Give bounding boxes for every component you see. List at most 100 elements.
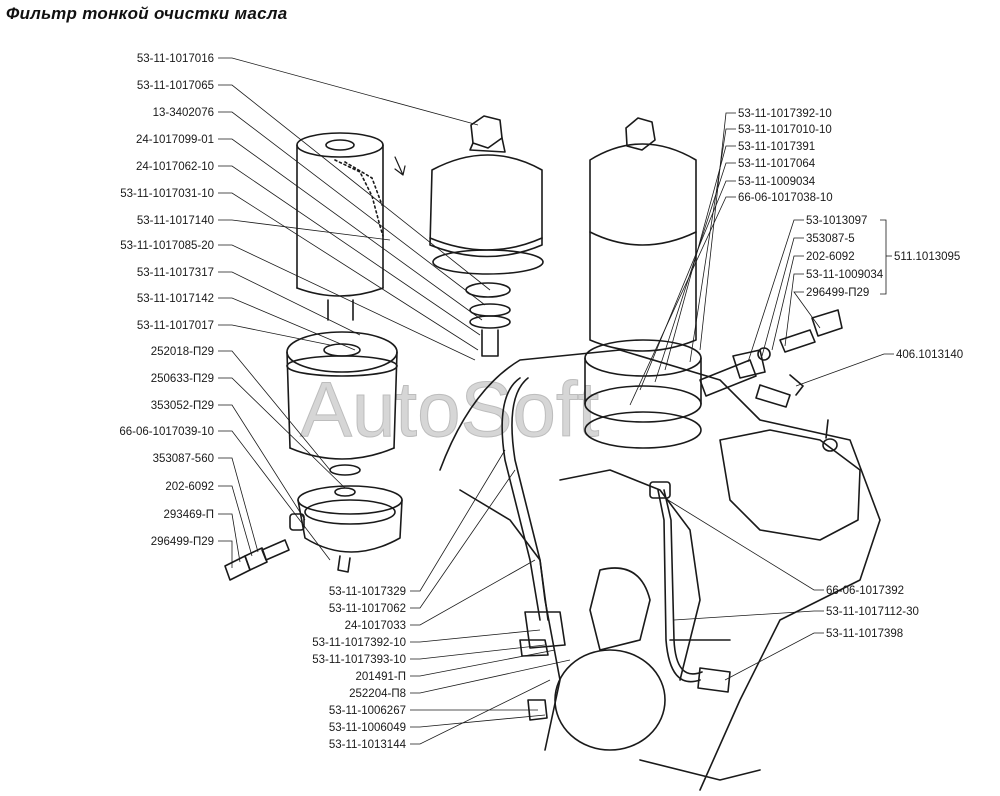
left-leader-16 — [218, 485, 253, 557]
left-label-5: 53-11-1017031-10 — [120, 188, 214, 200]
page-title: Фильтр тонкой очистки масла — [6, 4, 288, 23]
left-label-3: 24-1017099-01 — [136, 134, 214, 146]
bottom-left-label-6: 252204-П8 — [349, 688, 406, 700]
bottom-left-leader-1 — [410, 469, 516, 609]
left-leader-13 — [218, 404, 306, 521]
left-label-13: 353052-П29 — [151, 400, 214, 412]
left-label-10: 53-11-1017017 — [137, 320, 214, 332]
bottom-left-leader-0 — [410, 449, 506, 592]
right-top-label-0: 53-11-1017392-10 — [738, 108, 832, 120]
bottom-left-leader-2 — [410, 559, 536, 626]
group-leader-0 — [747, 219, 804, 363]
filter-cap-center — [429, 115, 544, 357]
left-leader-2 — [218, 111, 486, 306]
left-leader-17 — [218, 513, 241, 563]
right-top-label-2: 53-11-1017391 — [738, 141, 815, 153]
bottom-right-leader-0 — [667, 499, 824, 591]
left-leader-6 — [218, 219, 391, 241]
bottom-left-leader-4 — [410, 644, 546, 660]
bottom-left-label-2: 24-1017033 — [345, 620, 406, 632]
single-right-label: 406.1013140 — [896, 349, 963, 361]
bottom-left-label-5: 201491-П — [356, 671, 406, 683]
left-label-7: 53-11-1017085-20 — [120, 240, 214, 252]
left-leader-12 — [218, 377, 346, 489]
left-label-6: 53-11-1017140 — [137, 215, 214, 227]
left-label-14: 66-06-1017039-10 — [119, 426, 214, 438]
bottom-right-label-2: 53-11-1017398 — [826, 628, 903, 640]
bottom-left-leader-9 — [410, 679, 551, 745]
left-leader-9 — [218, 297, 356, 351]
filter-element — [296, 132, 406, 321]
right-top-leader-1 — [689, 128, 736, 363]
left-label-9: 53-11-1017142 — [137, 293, 214, 305]
bottom-left-label-3: 53-11-1017392-10 — [312, 637, 406, 649]
left-leader-10 — [218, 324, 331, 346]
right-top-label-3: 53-11-1017064 — [738, 158, 816, 170]
bottom-right-label-0: 66-06-1017392 — [826, 585, 904, 597]
engine-block — [439, 349, 881, 791]
left-label-15: 353087-560 — [153, 453, 214, 465]
group-assembly-label: 511.1013095 — [894, 251, 960, 263]
right-top-label-5: 66-06-1017038-10 — [738, 192, 833, 204]
left-leader-4 — [218, 165, 481, 336]
left-label-12: 250633-П29 — [151, 373, 214, 385]
bottom-left-label-0: 53-11-1017329 — [329, 586, 406, 598]
bottom-right-leader-2 — [724, 632, 824, 681]
right-top-label-1: 53-11-1017010-10 — [738, 124, 832, 136]
left-leader-8 — [218, 271, 361, 336]
left-leader-7 — [218, 244, 476, 361]
right-top-label-4: 53-11-1009034 — [738, 176, 816, 188]
left-leader-0 — [218, 57, 479, 126]
right-top-leader-0 — [699, 112, 736, 351]
single-right-leader — [795, 353, 894, 387]
bottom-right-leader-1 — [673, 610, 824, 621]
group-label-1: 353087-5 — [806, 233, 855, 245]
bottom-left-label-8: 53-11-1006049 — [329, 722, 406, 734]
left-label-18: 296499-П29 — [151, 536, 214, 548]
left-leader-3 — [218, 138, 483, 321]
bottom-left-label-1: 53-11-1017062 — [329, 603, 406, 615]
left-leader-11 — [218, 350, 331, 471]
group-bracket — [880, 219, 887, 295]
group-leader-1 — [761, 237, 804, 357]
left-label-2: 13-3402076 — [153, 107, 214, 119]
left-label-0: 53-11-1017016 — [137, 53, 214, 65]
filter-drawing — [224, 115, 881, 791]
bottom-left-label-9: 53-11-1013144 — [329, 739, 407, 751]
group-label-0: 53-1013097 — [806, 215, 867, 227]
bottom-left-label-7: 53-11-1006267 — [329, 705, 406, 717]
left-label-4: 24-1017062-10 — [136, 161, 214, 173]
bottom-left-leader-5 — [410, 649, 556, 677]
leader-lines — [218, 57, 894, 745]
right-top-leader-3 — [654, 162, 736, 383]
group-label-2: 202-6092 — [806, 251, 855, 263]
left-leader-15 — [218, 457, 259, 553]
left-leader-14 — [218, 430, 331, 561]
group-leader-3 — [784, 273, 804, 347]
right-top-leader-2 — [664, 145, 736, 371]
bottom-left-leader-3 — [410, 629, 541, 643]
filter-housing — [286, 331, 398, 497]
left-label-16: 202-6092 — [165, 481, 214, 493]
group-label-3: 53-11-1009034 — [806, 269, 884, 281]
group-label-4: 296499-П29 — [806, 287, 869, 299]
bottom-left-label-4: 53-11-1017393-10 — [312, 654, 406, 666]
left-leader-5 — [218, 192, 479, 351]
left-leader-18 — [218, 540, 233, 568]
group-leader-2 — [771, 255, 804, 351]
left-label-11: 252018-П29 — [151, 346, 214, 358]
right-top-leader-5 — [629, 196, 736, 406]
left-leader-1 — [218, 84, 491, 291]
drain-plug — [224, 539, 290, 581]
left-label-17: 293469-П — [164, 509, 214, 521]
bottom-left-leader-6 — [410, 659, 571, 694]
left-label-8: 53-11-1017317 — [137, 267, 214, 279]
oil-lines — [501, 377, 731, 721]
part-labels: 53-11-101701653-11-101706513-340207624-1… — [119, 53, 963, 751]
bottom-left-leader-8 — [410, 714, 546, 728]
group-leader-4 — [793, 291, 821, 329]
bottom-right-label-1: 53-11-1017112-30 — [826, 606, 919, 618]
fitting-group — [699, 309, 843, 408]
